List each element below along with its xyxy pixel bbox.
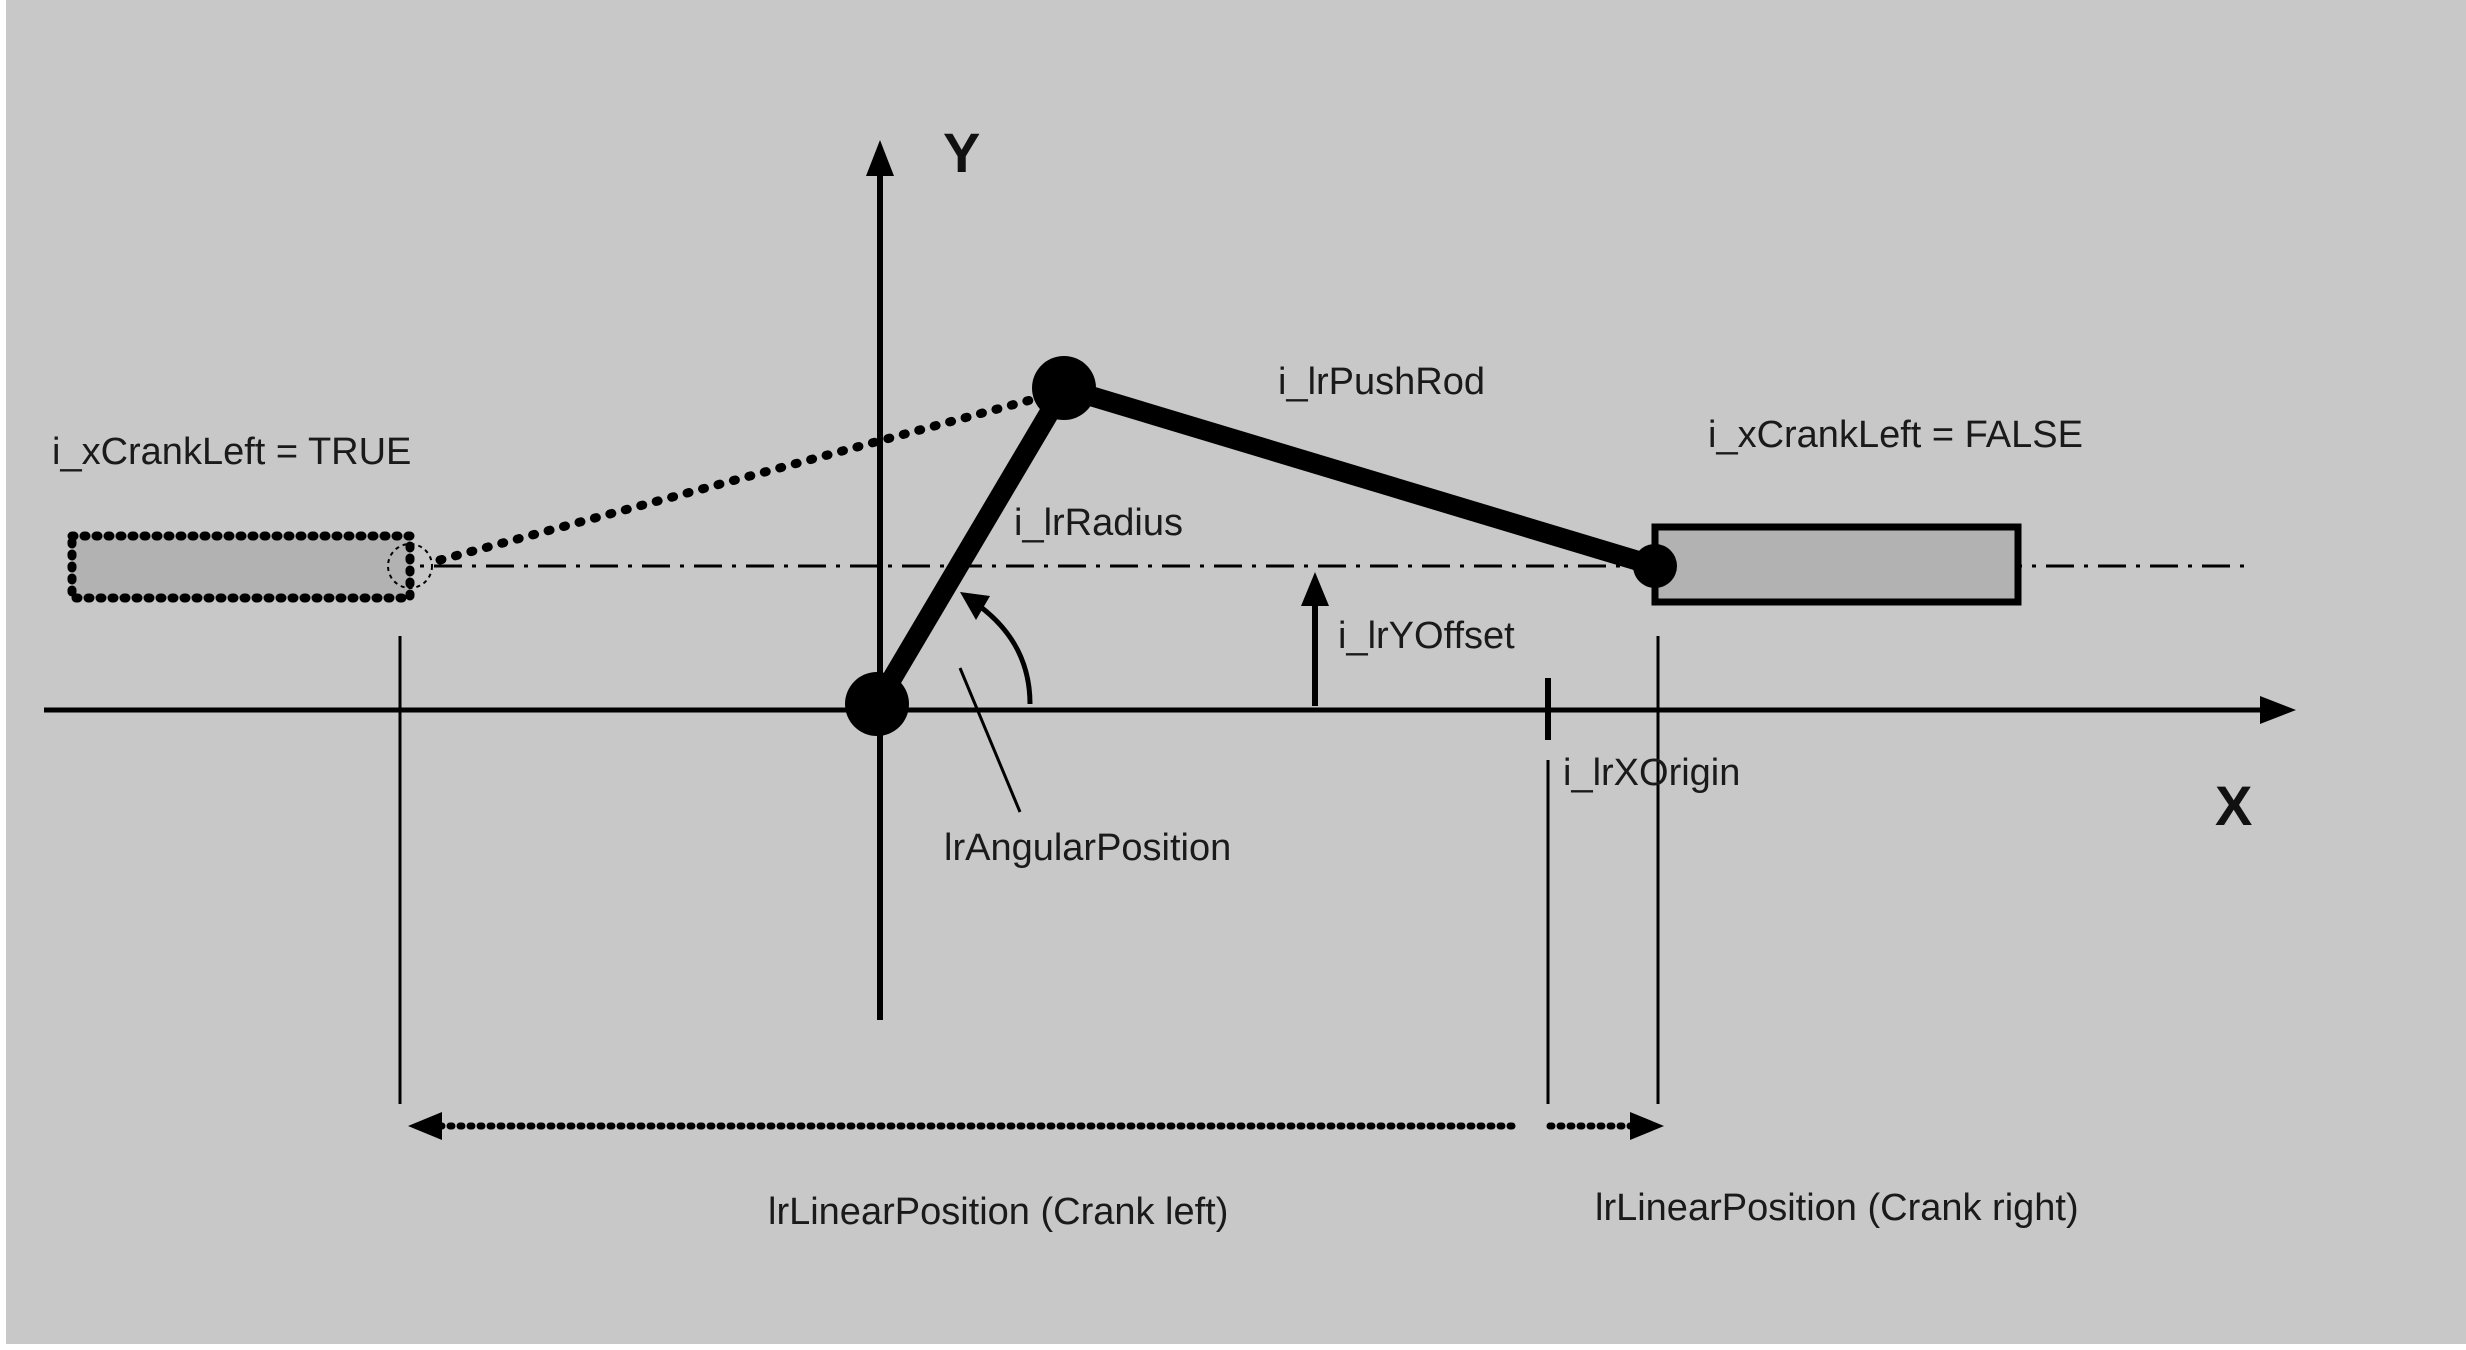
label-x-origin: i_lrXOrigin (1563, 752, 1740, 794)
label-angular-position: lrAngularPosition (944, 827, 1231, 869)
y-axis-arrowhead (866, 140, 894, 176)
label-linear-position-right: lrLinearPosition (Crank right) (1595, 1187, 2079, 1229)
slider-right (1651, 523, 2022, 606)
label-y-offset: i_lrYOffset (1338, 615, 1515, 657)
angular-position-leader (958, 667, 1022, 813)
dimension-crank-right-arrowhead (1630, 1112, 1664, 1140)
push-rod-left-dotted (435, 387, 1065, 565)
slider-right-pivot (1633, 544, 1677, 588)
diagram-background (6, 0, 2466, 1344)
slider-left-pivot (387, 543, 433, 589)
x-axis-label: X (2215, 774, 2252, 837)
y-axis-label: Y (943, 121, 980, 184)
label-crank-left-true: i_xCrankLeft = TRUE (52, 431, 411, 473)
crank-pin-joint (1032, 356, 1096, 420)
crank-radius (867, 378, 1074, 714)
x-axis-arrowhead (2260, 696, 2296, 724)
y-offset-arrowhead (1301, 572, 1329, 606)
label-linear-position-left: lrLinearPosition (Crank left) (768, 1191, 1228, 1233)
dimension-crank-left-arrowhead (408, 1112, 442, 1140)
crank-pivot-origin (845, 672, 909, 736)
label-crank-left-false: i_xCrankLeft = FALSE (1708, 414, 2083, 456)
slider-left-dotted (67, 531, 415, 603)
angular-position-arrowhead (960, 592, 990, 620)
label-push-rod: i_lrPushRod (1278, 361, 1485, 403)
push-rod-right (1054, 378, 1665, 576)
label-radius: i_lrRadius (1014, 502, 1183, 544)
